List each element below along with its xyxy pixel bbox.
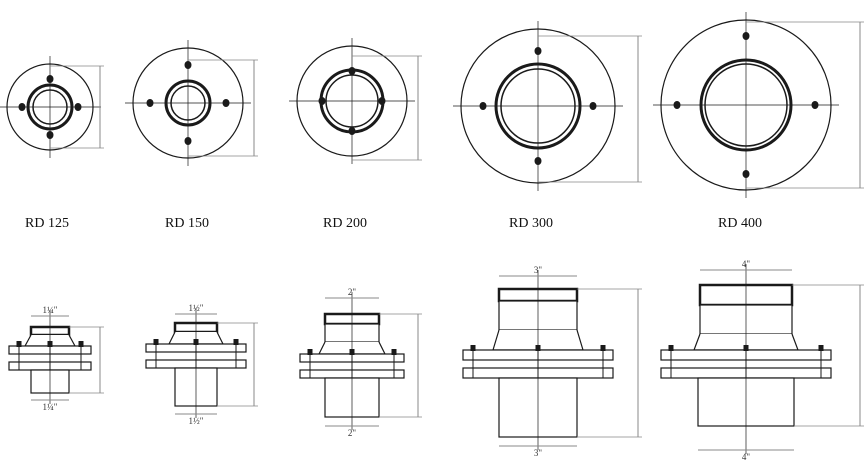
bolt-hole-rd300-3 [589, 102, 597, 110]
outlet-size-rd200: 2" [348, 428, 357, 438]
bolt-hole-rd200-2 [318, 97, 326, 105]
outlet-size-rd400: 4" [742, 452, 751, 462]
bolt-hole-rd300-0 [534, 47, 542, 55]
model-label-rd200: RD 200 [323, 216, 367, 231]
bolt-hole-rd400-3 [811, 101, 819, 109]
bolt-hole-rd150-1 [184, 137, 192, 145]
outlet-size-rd300: 3" [534, 448, 543, 458]
bolt-hole-rd300-2 [479, 102, 487, 110]
bolt-hole-rd400-1 [742, 170, 750, 178]
bolt-hole-rd400-0 [742, 32, 750, 40]
model-label-rd300: RD 300 [509, 216, 553, 231]
bolt-hole-rd125-0 [46, 75, 54, 83]
bolt-hole-rd200-3 [378, 97, 386, 105]
bolt-head-rd150-2 [233, 339, 239, 345]
inlet-size-rd300: 3" [534, 265, 543, 275]
outlet-size-rd125: 1¼" [43, 402, 58, 412]
bolt-hole-rd150-2 [146, 99, 154, 107]
model-label-rd125: RD 125 [25, 216, 69, 231]
bolt-hole-rd125-2 [18, 103, 26, 111]
model-label-rd150: RD 150 [165, 216, 209, 231]
bolt-head-rd300-2 [600, 345, 606, 351]
bolt-hole-rd300-1 [534, 157, 542, 165]
inlet-size-rd200: 2" [348, 287, 357, 297]
bolt-hole-rd150-3 [222, 99, 230, 107]
bolt-head-rd400-0 [668, 345, 674, 351]
bolt-head-rd150-0 [153, 339, 159, 345]
model-label-rd400: RD 400 [718, 216, 762, 231]
bolt-hole-rd125-3 [74, 103, 82, 111]
inlet-size-rd125: 1¼" [43, 305, 58, 315]
inlet-size-rd400: 4" [742, 259, 751, 269]
bolt-head-rd125-0 [16, 341, 22, 347]
bolt-head-rd125-2 [78, 341, 84, 347]
inlet-size-rd150: 1½" [189, 303, 204, 313]
outlet-size-rd150: 1½" [189, 416, 204, 426]
bolt-hole-rd150-0 [184, 61, 192, 69]
bolt-head-rd200-0 [307, 349, 313, 355]
bolt-hole-rd200-0 [348, 67, 356, 75]
bolt-hole-rd400-2 [673, 101, 681, 109]
bolt-head-rd400-2 [818, 345, 824, 351]
bolt-head-rd200-2 [391, 349, 397, 355]
bolt-head-rd300-0 [470, 345, 476, 351]
bolt-hole-rd125-1 [46, 131, 54, 139]
bolt-hole-rd200-1 [348, 127, 356, 135]
